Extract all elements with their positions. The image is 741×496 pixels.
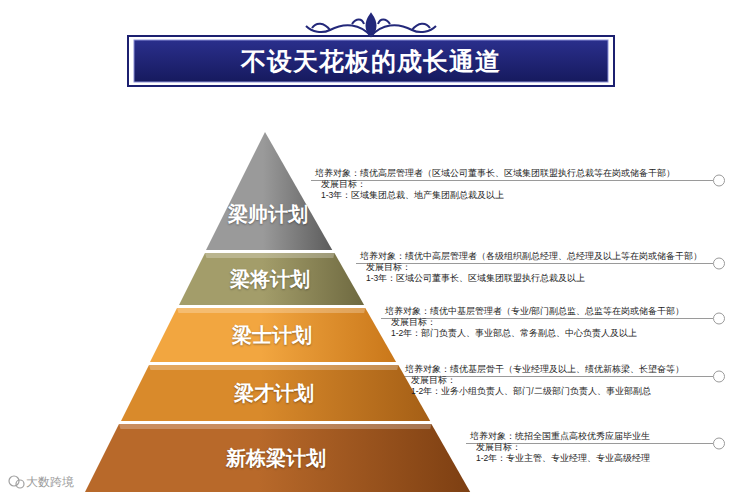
target-text: 培养对象：绩优基层骨干（专业经理及以上、绩优新栋梁、长望奋等） [405, 364, 684, 375]
goal-text: 1-2年：业务小组负责人、部门/二级部门负责人、事业部副总 [405, 386, 684, 397]
band-lip [177, 308, 365, 313]
leader-dot [714, 438, 725, 449]
goal-heading: 发展目标： [470, 442, 650, 453]
target-text: 培养对象：绩优高层管理者（区域公司董事长、区域集团联盟执行总裁等在岗或储备干部） [315, 168, 675, 179]
leader-dot [714, 258, 725, 269]
target-text: 培养对象：绩优中高层管理者（各级组织副总经理、总经理及以上等在岗或储备干部） [360, 251, 702, 262]
band-fill [206, 132, 332, 250]
goal-heading: 发展目标： [385, 317, 684, 328]
goal-text: 1-2年：专业主管、专业经理、专业高级经理 [470, 453, 650, 464]
watermark-icon [9, 476, 24, 488]
target-text: 培养对象：统招全国重点高校优秀应届毕业生 [470, 431, 650, 442]
goal-heading: 发展目标： [360, 262, 702, 273]
leader-dot [714, 175, 725, 186]
band-lip [119, 424, 431, 429]
ornament [306, 14, 436, 36]
banner-frame [128, 36, 614, 86]
goal-text: 1-2年：部门负责人、事业部总、常务副总、中心负责人及以上 [385, 328, 684, 339]
goal-heading: 发展目标： [405, 375, 684, 386]
target-text: 培养对象：绩优中基层管理者（专业/部门副总监、总监等在岗或储备干部） [385, 306, 684, 317]
pyramid-band: 新栋梁计划 培养对象：统招全国重点高校优秀应届毕业生发展目标：1-2年：专业主管、… [85, 424, 736, 492]
leader-dot [714, 313, 725, 324]
goal-heading: 发展目标： [315, 179, 675, 190]
band-lip [149, 365, 398, 370]
leader-line [311, 180, 713, 181]
plan-name: 梁帅计划 [228, 201, 308, 228]
leader-dot [714, 371, 725, 382]
band-fill [150, 308, 396, 362]
band-fill [85, 424, 470, 492]
band-fill [121, 365, 430, 421]
plan-name: 梁士计划 [232, 322, 312, 349]
band-lip [205, 253, 334, 258]
band-fill [179, 253, 364, 305]
plan-name: 梁将计划 [230, 266, 310, 293]
plan-name: 梁才计划 [234, 380, 314, 407]
pyramid-band: 梁帅计划 培养对象：绩优高层管理者（区域公司董事长、区域集团联盟执行总裁等在岗或储… [206, 132, 736, 250]
banner [134, 40, 608, 82]
watermark: 大数跨境 [26, 474, 74, 491]
pyramid-band: 梁将计划 培养对象：绩优中高层管理者（各级组织副总经理、总经理及以上等在岗或储备干… [179, 253, 737, 305]
plan-name: 新栋梁计划 [226, 445, 326, 472]
goal-text: 1-3年：区域公司董事长、区域集团联盟执行总裁及以上 [360, 273, 702, 284]
pyramid-band: 梁才计划 培养对象：绩优基层骨干（专业经理及以上、绩优新栋梁、长望奋等）发展目标：… [121, 365, 737, 421]
goal-text: 1-3年：区域集团总裁、地产集团副总裁及以上 [315, 190, 675, 201]
title: 不设天花板的成长通道 [138, 40, 604, 82]
pyramid-band: 梁士计划 培养对象：绩优中基层管理者（专业/部门副总监、总监等在岗或储备干部）发展… [150, 308, 736, 362]
